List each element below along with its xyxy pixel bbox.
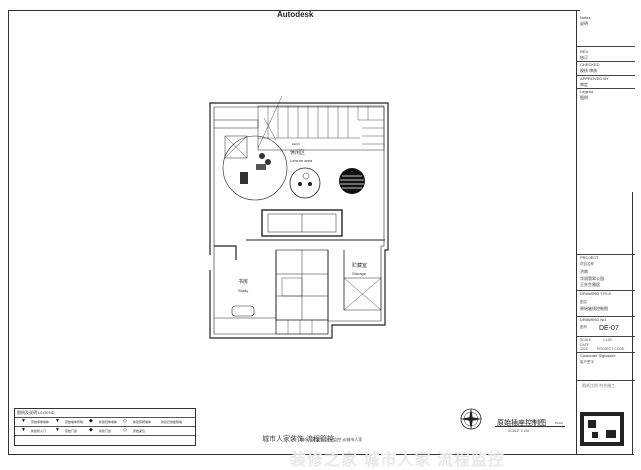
study-desk	[214, 317, 277, 334]
construction-note: 图纸比例 符合施工	[582, 383, 616, 388]
room-label-storage-cn: 贮藏室	[352, 263, 368, 269]
plan-scale: SCALE 1:100	[508, 429, 530, 433]
room-label-study-en: Study	[238, 288, 249, 293]
legend-symbol-icon: ◇	[123, 418, 127, 424]
legend-item: 新建门窗	[99, 429, 112, 433]
watermark-text: 装修之家 城市人家 流程监控	[290, 452, 505, 469]
storage-closet	[344, 277, 382, 311]
legend-symbol-icon: ▼	[55, 427, 60, 433]
tb-divider	[577, 88, 635, 89]
legend-item: 新建防火门	[31, 429, 47, 433]
room-label-study-cn: 书房	[238, 279, 249, 285]
compass-icon	[460, 408, 482, 430]
frame-bottom-line	[8, 454, 634, 455]
tb-divider	[577, 316, 635, 317]
drawing-no-label: DRAWING NO.	[580, 317, 608, 322]
drawing-title-label: DRAWING TITLE	[580, 291, 612, 296]
project-line-3: 王先生雅居	[580, 282, 600, 287]
frame-top-line	[8, 10, 580, 11]
drawing-title-value: 图名	[580, 300, 587, 304]
bottom-caption-secondary: 城市人家装饰 流程监控 @城市人家	[300, 437, 363, 442]
frame-left-line	[8, 10, 9, 455]
project-line-2: 华润翡翠公园	[580, 276, 604, 281]
inner-wall	[213, 106, 385, 335]
project-label: PROJECT	[580, 255, 599, 260]
room-label-leisure-cn: 休闲区	[290, 150, 306, 156]
scale-label: SCALE	[580, 338, 592, 342]
legend-item: 原始梁位	[133, 429, 146, 433]
app-watermark-title: Autodesk	[277, 10, 314, 19]
legend-item: 新建轻体墙体	[99, 420, 118, 424]
tb-divider	[577, 254, 635, 255]
legend-symbol-icon: ▼	[55, 418, 60, 424]
tb-divider	[577, 352, 635, 353]
rev-value: 修订	[580, 55, 588, 60]
stair-code: EEXX	[292, 142, 301, 146]
tb-divider	[577, 290, 635, 291]
notes-value: 说明	[580, 21, 588, 26]
notes-label: Notes	[580, 15, 591, 20]
tb-divider	[577, 46, 635, 47]
checked-value: 校核 审核	[580, 68, 598, 73]
legend-symbol-icon: ◆	[89, 427, 93, 433]
legend-title: 图例及说明 LEGEND	[17, 410, 55, 415]
customer-signature-value: 客户签字	[580, 360, 594, 364]
project-line-1: 济南	[580, 269, 588, 274]
legend-symbol-icon: ◇	[123, 427, 127, 433]
legend-item: 原始墙体拆除	[65, 420, 84, 424]
tb-divider	[577, 336, 635, 337]
date-label: DATE	[580, 343, 590, 347]
legend-symbol-icon: ◆	[89, 418, 93, 424]
column-box	[224, 135, 248, 159]
legend-symbol-icon: ▼	[21, 427, 26, 433]
bottom-caption: 城市人家装饰 流程管控	[262, 436, 334, 443]
legend-item: 新建石膏板隔墙	[161, 420, 183, 424]
scale-value: 1:100	[603, 338, 612, 342]
approved-label: APPROVED BY	[580, 76, 609, 81]
coffee-table	[289, 167, 321, 199]
project-value: 项目名称	[580, 262, 594, 266]
room-label-storage-en: Storage	[352, 271, 367, 276]
stair-treads	[257, 95, 384, 149]
plan-title-underline	[495, 426, 565, 427]
partition-wall	[214, 245, 237, 260]
stair-outline	[257, 105, 385, 151]
title-block: Notes 说明 REV 修订 CHECKED 校核 审核 APPROVED B…	[576, 10, 635, 454]
tb-divider	[577, 75, 635, 76]
legend-symbol-icon: ▼	[21, 418, 26, 424]
project-code-label: PROJECT CODE	[597, 347, 625, 351]
drawing-no-small: 图号	[580, 325, 587, 329]
sofa	[261, 209, 343, 237]
legend-table: 图例及说明 LEGEND ▼ 原始承重墙体 ▼ 原始墙体拆除 ◆ 新建轻体墙体 …	[14, 408, 196, 446]
legend-value: 图例	[580, 95, 588, 100]
legend-item: 新建砖砌墙体	[133, 420, 152, 424]
grille-circle	[339, 168, 365, 194]
qr-stamp-icon	[580, 412, 624, 446]
plan-title: 原始插座控制图	[497, 420, 546, 427]
upper-cabinet	[214, 119, 259, 129]
customer-signature-label: Customer Signature	[580, 353, 616, 358]
drawing-no-value: DE-07	[599, 325, 619, 332]
outer-wall	[209, 102, 389, 339]
study-chair	[231, 305, 255, 317]
date-value: 2020	[580, 347, 588, 351]
room-label-leisure-en: Leisure area	[290, 158, 313, 163]
rev-label: REV	[580, 49, 589, 54]
title-block-edge	[632, 192, 633, 454]
chair	[240, 172, 248, 184]
tb-divider	[577, 61, 635, 62]
checked-label: CHECKED	[580, 62, 600, 67]
round-rug	[222, 135, 288, 201]
plan-sub: PLAN	[555, 421, 563, 425]
drawing-title-line: 原始轴线控制图	[580, 306, 608, 311]
legend-item: 原始门窗	[65, 429, 78, 433]
legend-item: 原始承重墙体	[31, 420, 50, 424]
tb-divider	[577, 380, 635, 381]
legend-label: Legend	[580, 89, 594, 94]
approved-value: 审定	[580, 82, 588, 87]
